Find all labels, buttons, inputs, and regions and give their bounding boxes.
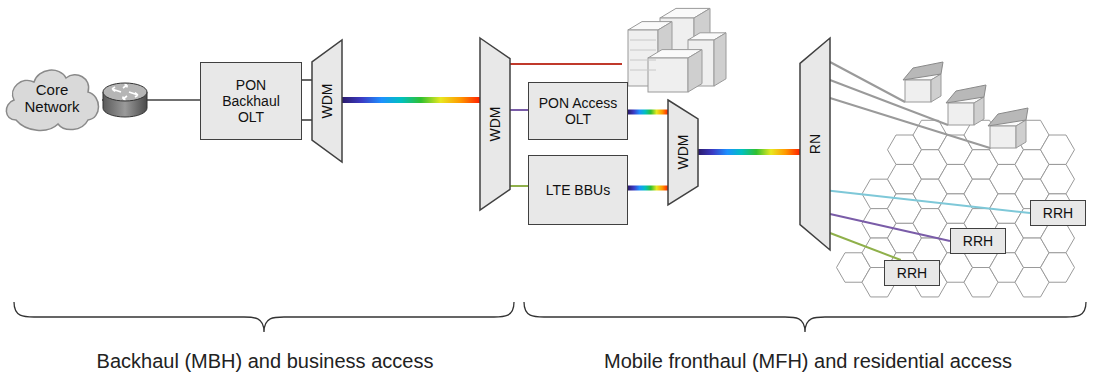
section-label: Backhaul (MBH) and business access bbox=[97, 350, 434, 373]
office-building bbox=[648, 50, 702, 92]
wdm-fiber bbox=[342, 97, 480, 103]
link-line bbox=[302, 119, 312, 121]
curly-brace bbox=[524, 302, 1086, 332]
wdm-fiber bbox=[628, 186, 668, 191]
link-line bbox=[510, 185, 528, 187]
wdm-fiber bbox=[628, 110, 668, 115]
cell-hexagon bbox=[1041, 194, 1075, 223]
node-label: WDM bbox=[319, 84, 335, 119]
drop-fiber bbox=[830, 62, 905, 102]
olt-box: PON Backhaul OLT bbox=[200, 62, 302, 140]
rrh-box: RRH bbox=[1030, 200, 1086, 226]
cell-hexagon bbox=[1041, 223, 1075, 252]
node-label: RRH bbox=[963, 233, 993, 249]
link-line bbox=[830, 233, 901, 260]
wdm-fiber bbox=[698, 149, 800, 155]
brackets bbox=[14, 302, 1086, 332]
node-label: PON Access OLT bbox=[535, 95, 621, 127]
wdm-mux: WDM bbox=[668, 100, 698, 205]
cell-hexagon bbox=[1041, 164, 1075, 193]
window-row bbox=[630, 40, 656, 41]
node-label: Core Network bbox=[18, 81, 86, 116]
node-label: RN bbox=[807, 134, 823, 154]
rrh-box: RRH bbox=[884, 260, 940, 286]
window-row bbox=[630, 60, 656, 61]
link-line bbox=[830, 191, 1030, 213]
window-row bbox=[630, 50, 656, 51]
link-line bbox=[830, 214, 950, 241]
houses bbox=[830, 62, 1028, 148]
cloud-node: Core Network bbox=[2, 62, 102, 134]
node-label: RRH bbox=[897, 265, 927, 281]
curly-brace bbox=[14, 302, 514, 332]
wdm-mux: WDM bbox=[312, 40, 342, 162]
link-line bbox=[510, 109, 528, 111]
node-label: LTE BBUs bbox=[546, 182, 610, 198]
house bbox=[988, 108, 1028, 148]
wdm-mux: WDM bbox=[480, 38, 510, 210]
node-label: PON Backhaul OLT bbox=[209, 77, 293, 125]
rrh-box: RRH bbox=[950, 228, 1006, 254]
cell-hexagon bbox=[1041, 135, 1075, 164]
section-label: Mobile fronthaul (MFH) and residential a… bbox=[604, 350, 1012, 373]
house bbox=[946, 85, 986, 125]
node-label: WDM bbox=[675, 135, 691, 170]
window-row bbox=[630, 70, 656, 71]
link-line bbox=[302, 79, 312, 81]
node-label: WDM bbox=[487, 107, 503, 142]
bbu-box: LTE BBUs bbox=[528, 155, 628, 225]
node-label: RRH bbox=[1043, 205, 1073, 221]
house bbox=[903, 62, 943, 102]
business-fiber bbox=[510, 63, 622, 65]
olt-box: PON Access OLT bbox=[528, 82, 628, 140]
cell-hexagon bbox=[1041, 253, 1075, 282]
office-buildings bbox=[628, 8, 726, 92]
drop-fiber bbox=[830, 98, 990, 148]
remote-node: RN bbox=[800, 38, 830, 250]
